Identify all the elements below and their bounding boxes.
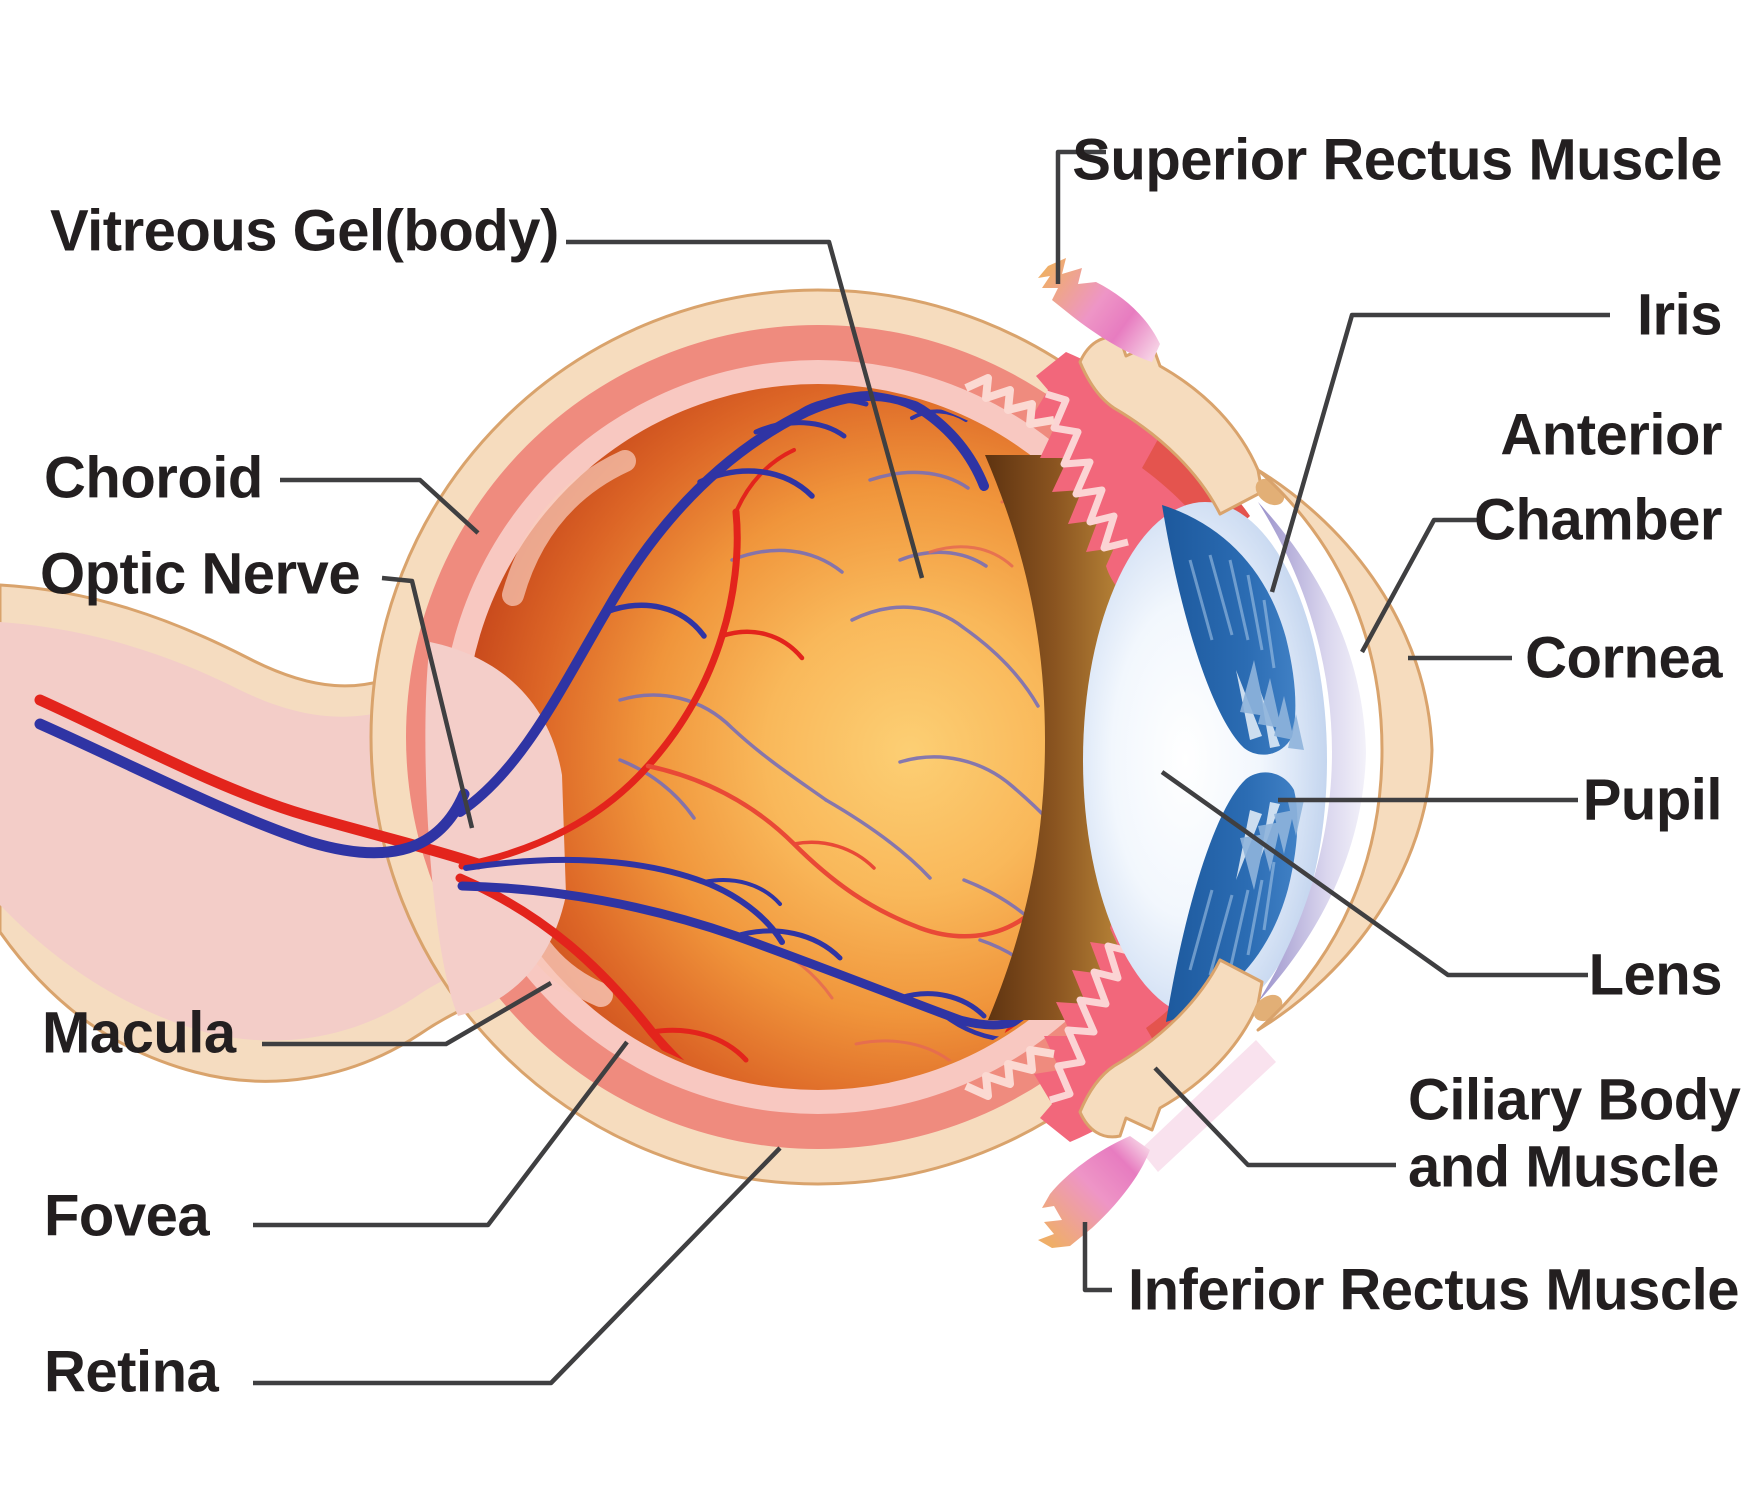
label-choroid: Choroid: [44, 446, 263, 511]
optic-nerve-vessels: [34, 694, 484, 870]
labels: Vitreous Gel(body) Choroid Optic Nerve M…: [40, 128, 1741, 1405]
pupil-fringe: [1240, 660, 1304, 890]
anterior-chamber-region: [1258, 502, 1366, 1002]
leader-iris: [1269, 312, 1610, 593]
label-anterior-line2: Chamber: [1474, 488, 1722, 553]
ora-serrata-top: [964, 374, 1055, 428]
inferior-muscle-extension: [1140, 1040, 1276, 1172]
label-vitreous-gel: Vitreous Gel(body): [50, 199, 559, 264]
leader-lines: [253, 149, 1610, 1386]
retinal-veins: [455, 391, 1041, 1043]
retina-highlight-top: [502, 450, 636, 606]
label-fovea: Fovea: [44, 1184, 210, 1249]
label-macula: Macula: [42, 1001, 237, 1066]
leader-inferior-rectus: [1082, 1222, 1112, 1293]
leader-retina: [253, 1146, 782, 1386]
leader-ciliary: [1153, 1066, 1396, 1168]
iris-shape: [1162, 505, 1304, 1022]
label-lens: Lens: [1589, 943, 1722, 1008]
superior-rectus-muscle-shape: [1038, 258, 1160, 362]
label-cornea: Cornea: [1525, 626, 1723, 691]
leader-vitreous: [566, 239, 925, 579]
iris-top-arm: [1162, 505, 1296, 755]
label-superior-rectus: Superior Rectus Muscle: [1072, 128, 1722, 193]
iris-streaks: [1188, 554, 1276, 976]
label-inferior-rectus: Inferior Rectus Muscle: [1128, 1258, 1739, 1323]
leader-optic-nerve: [381, 575, 475, 829]
leader-superior-rectus: [1055, 149, 1106, 284]
leader-lens: [1160, 770, 1588, 978]
label-retina: Retina: [44, 1340, 220, 1405]
label-anterior-line1: Anterior: [1500, 403, 1722, 468]
cut-face: [985, 455, 1130, 1020]
label-ciliary-line2: and Muscle: [1408, 1135, 1719, 1200]
retinal-blood-vessels: [455, 391, 1086, 1087]
label-pupil: Pupil: [1583, 768, 1722, 833]
ora-serrata-bottom: [964, 1046, 1055, 1100]
leader-fovea: [253, 1040, 629, 1228]
label-ciliary-line1: Ciliary Body: [1408, 1068, 1741, 1133]
sclera-limbus-bottom: [1078, 958, 1283, 1172]
leader-anterior-chamber: [1360, 517, 1484, 654]
leader-macula: [262, 981, 553, 1047]
ciliary-bottom-serration-highlight: [1048, 942, 1133, 1104]
label-optic-nerve: Optic Nerve: [40, 542, 360, 607]
ciliary-top-serration-highlight: [1044, 390, 1129, 552]
leader-choroid: [280, 477, 480, 535]
label-iris: Iris: [1637, 283, 1722, 348]
inferior-rectus-muscle-shape: [1038, 1136, 1150, 1248]
cornea-band: [1256, 468, 1434, 1032]
nerve-vein: [34, 718, 470, 859]
